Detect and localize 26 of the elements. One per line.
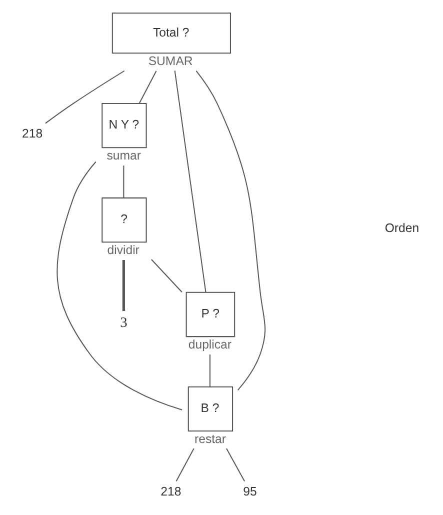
connector bbox=[226, 448, 245, 481]
node-label: dividir bbox=[107, 242, 140, 256]
node-box: Total ? bbox=[112, 12, 231, 54]
node-label: restar bbox=[194, 431, 226, 446]
node-text: 218 bbox=[22, 126, 43, 140]
label: Orden bbox=[384, 220, 420, 234]
connector bbox=[196, 70, 266, 390]
connector bbox=[209, 354, 210, 386]
connector bbox=[56, 160, 182, 410]
node-box: N Y ? bbox=[102, 102, 147, 148]
connector bbox=[176, 448, 194, 481]
connector bbox=[138, 70, 157, 104]
connector bbox=[151, 258, 182, 292]
node-label: sumar bbox=[106, 148, 141, 162]
node-text: 95 bbox=[243, 484, 257, 498]
node-label: duplicar bbox=[188, 336, 232, 351]
connector bbox=[174, 70, 206, 292]
node-label: SUMAR bbox=[148, 54, 193, 68]
node-text: 218 bbox=[160, 484, 182, 498]
connector bbox=[122, 260, 125, 311]
node-box: B ? bbox=[188, 386, 234, 432]
connector bbox=[45, 70, 125, 124]
node-box: P ? bbox=[186, 291, 236, 337]
node-box: ? bbox=[102, 196, 147, 242]
connector bbox=[123, 165, 124, 198]
node-text: 3 bbox=[120, 314, 128, 330]
